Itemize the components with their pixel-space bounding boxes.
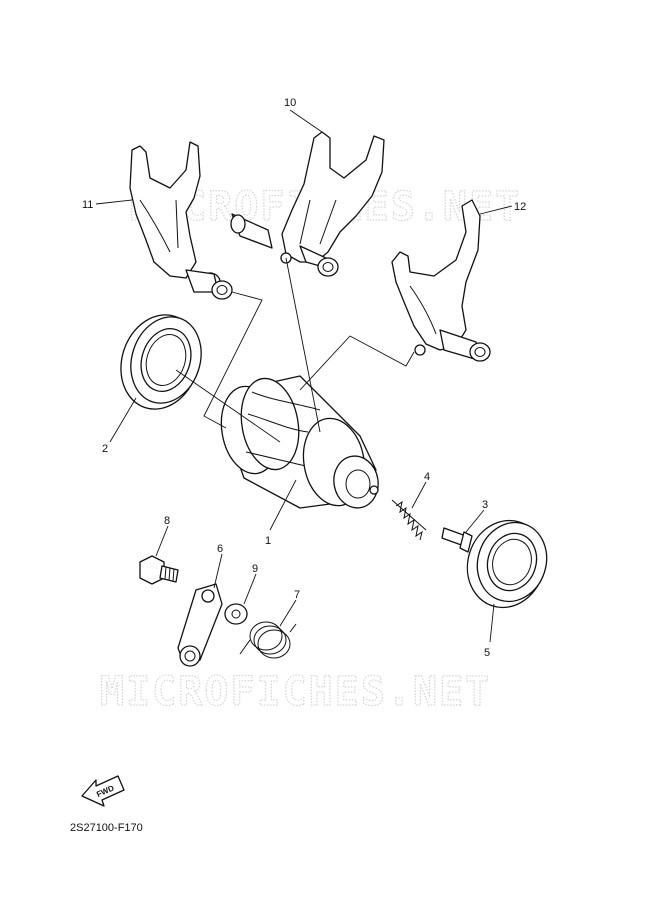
leader-3 xyxy=(465,509,485,533)
watermark-bottom: MICROFICHES.NET xyxy=(100,669,491,715)
shift-drum-1[interactable] xyxy=(215,374,382,512)
fwd-arrow-icon: FWD xyxy=(81,775,125,807)
callout-8: 8 xyxy=(164,515,170,527)
leader-9 xyxy=(243,573,257,605)
leader-11 xyxy=(95,199,133,205)
pin-3[interactable] xyxy=(441,527,473,553)
leader-5 xyxy=(489,603,495,643)
spring-4[interactable] xyxy=(391,499,427,541)
callout-7: 7 xyxy=(294,589,300,601)
bearing-2[interactable] xyxy=(109,305,212,420)
callout-1: 1 xyxy=(265,535,271,547)
callout-3: 3 xyxy=(482,499,488,511)
leader-4 xyxy=(411,481,427,509)
callout-12: 12 xyxy=(514,201,526,213)
callout-10: 10 xyxy=(284,97,296,109)
diagram-code: 2S27100-F170 xyxy=(70,822,143,834)
bolt-8[interactable] xyxy=(139,555,179,585)
callout-11: 11 xyxy=(82,199,93,211)
callout-2: 2 xyxy=(102,443,108,455)
leader-12 xyxy=(479,205,513,215)
washer-9[interactable] xyxy=(224,603,248,625)
leader-6 xyxy=(213,553,223,589)
stopper-lever-6[interactable] xyxy=(177,583,223,667)
callout-4: 4 xyxy=(424,471,430,483)
callout-6: 6 xyxy=(217,543,223,555)
bearing-5[interactable] xyxy=(456,510,556,617)
leader-1 xyxy=(269,479,297,531)
leader-8 xyxy=(155,525,169,557)
torsion-spring-7[interactable] xyxy=(239,621,297,659)
leader-2 xyxy=(109,397,137,443)
callout-5: 5 xyxy=(484,647,490,659)
callout-9: 9 xyxy=(252,563,258,575)
shift-fork-12[interactable] xyxy=(391,199,491,362)
shift-fork-11[interactable] xyxy=(129,141,233,300)
leader-lines xyxy=(95,109,513,643)
leader-7 xyxy=(279,599,297,627)
shift-fork-10[interactable] xyxy=(230,131,385,277)
leader-10 xyxy=(289,109,323,133)
